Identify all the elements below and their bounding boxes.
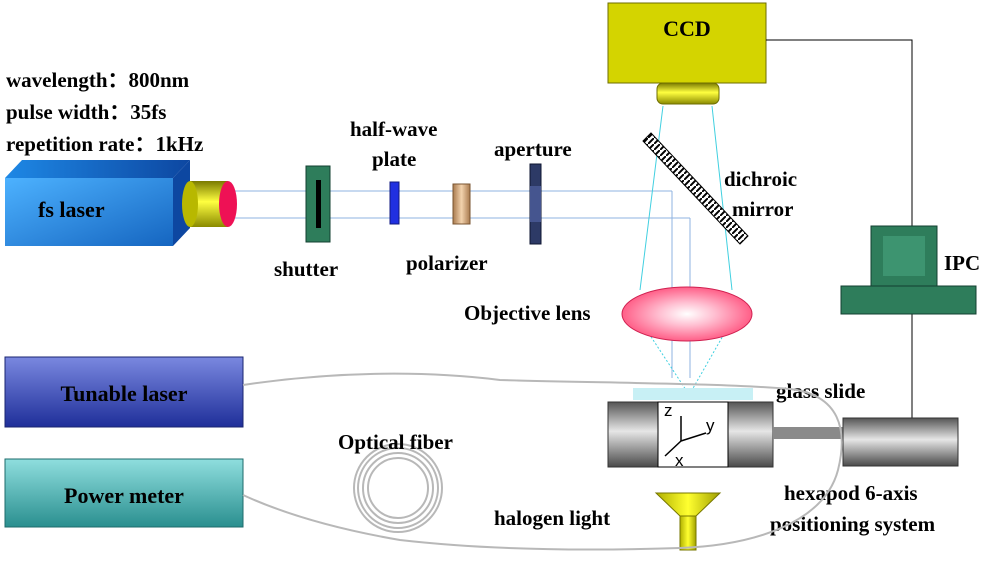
tunable-laser-label: Tunable laser: [61, 381, 188, 406]
hexapod-stage: [607, 401, 959, 468]
tunable-laser: [4, 356, 244, 428]
objective-lens-label: Objective lens: [464, 301, 591, 325]
laser-beam: [225, 190, 691, 378]
ipc-computer: [840, 225, 977, 315]
objective-lens: [621, 286, 753, 342]
ccd-label: CCD: [663, 16, 711, 41]
spec-wavelength: wavelength：800nm: [6, 68, 190, 92]
glass-slide: [633, 388, 753, 400]
halogen-light: [654, 492, 722, 551]
fs-laser-label: fs laser: [38, 197, 105, 222]
shutter-label: shutter: [274, 257, 338, 281]
optical-fiber-label: Optical fiber: [338, 430, 453, 454]
coordinate-axes: z y x: [664, 401, 715, 470]
laser-output-cylinder: [182, 181, 237, 227]
power-meter-label: Power meter: [64, 483, 184, 508]
half-wave-label-2: plate: [372, 147, 416, 171]
polarizer: [452, 183, 471, 225]
halogen-light-label: halogen light: [494, 506, 610, 530]
shutter: [305, 165, 331, 243]
half-wave-plate: [389, 181, 400, 225]
aperture: [529, 163, 542, 245]
axis-y-label: y: [706, 416, 715, 435]
dichroic-label-1: dichroic: [724, 167, 797, 191]
axis-x-label: x: [675, 451, 684, 470]
spec-pulse-width: pulse width：35fs: [6, 100, 166, 124]
hexapod-label-2: positioning system: [770, 512, 936, 536]
polarizer-label: polarizer: [406, 251, 488, 275]
dichroic-mirror: [642, 132, 749, 245]
optical-fiber: [242, 372, 843, 551]
dichroic-label-2: mirror: [732, 197, 793, 221]
signal-wires: [766, 39, 913, 418]
spec-repetition-rate: repetition rate：1kHz: [6, 132, 203, 156]
ipc-label: IPC: [944, 251, 980, 275]
fs-laser: fs laser: [5, 160, 190, 246]
half-wave-label-1: half-wave: [350, 117, 438, 141]
hexapod-label-1: hexapod 6-axis: [784, 481, 918, 505]
axis-z-label: z: [664, 401, 673, 420]
aperture-label: aperture: [494, 137, 572, 161]
power-meter: [4, 458, 244, 528]
ccd-camera: CCD: [607, 2, 767, 105]
